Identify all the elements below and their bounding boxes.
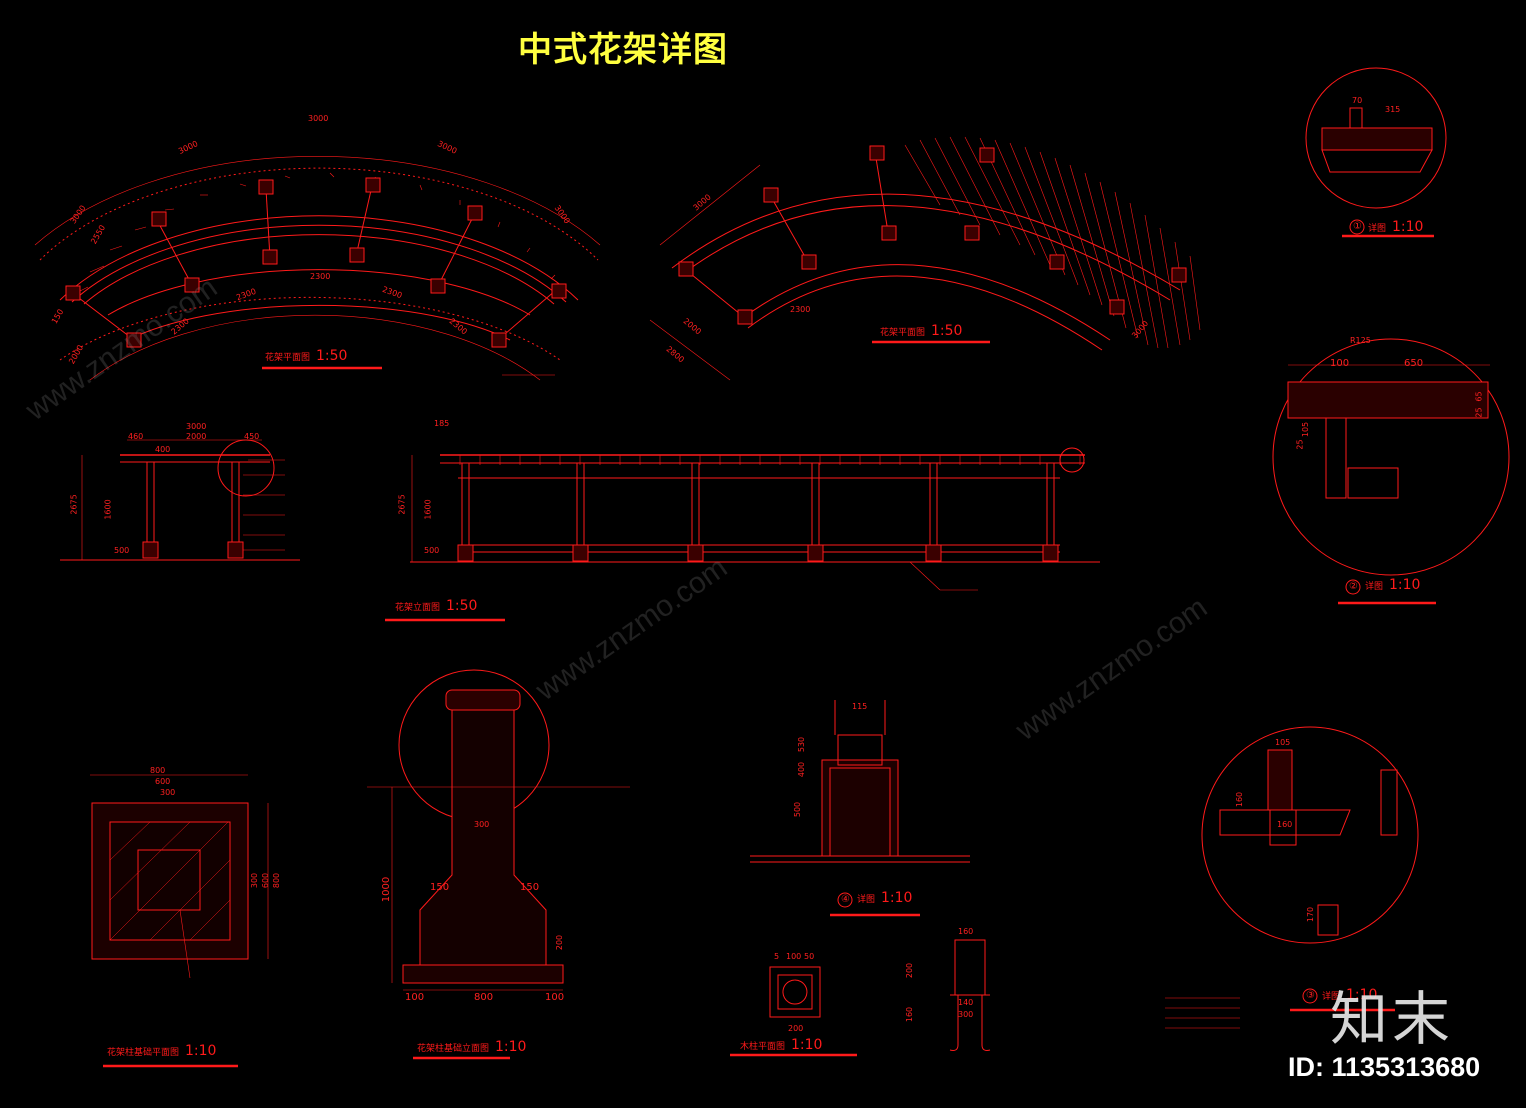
column-plan-drawing <box>730 939 991 1057</box>
dim-text: 650 <box>1404 358 1424 369</box>
dim-text: 200 <box>555 934 565 951</box>
dim-text: 100 <box>405 992 425 1003</box>
elevation-post-base <box>925 544 942 562</box>
dim-text: 160 <box>905 1006 915 1023</box>
plan-b-drawing <box>649 136 1201 381</box>
elevation-post <box>576 462 585 546</box>
dim-text: 460 <box>128 432 144 441</box>
detail-1-drawing <box>1305 67 1447 238</box>
dim-text: 100 <box>1330 358 1350 369</box>
dim-text: R125 <box>1350 336 1371 345</box>
dim-text: 70 <box>1352 96 1363 105</box>
dim-text: 160 <box>1277 820 1293 829</box>
dim-text: 185 <box>434 419 450 428</box>
dim-text: 500 <box>793 801 803 818</box>
dim-text: 600 <box>261 872 271 889</box>
dim-text: 100 <box>786 952 802 961</box>
dim-text: 1000 <box>381 876 393 903</box>
dim-text: 3000 <box>186 422 207 431</box>
footing-section-drawing <box>367 669 630 1060</box>
elevation-post <box>929 462 938 546</box>
dim-text: 2000 <box>186 432 207 441</box>
dim-text: 1600 <box>103 499 113 520</box>
dim-text: 300 <box>160 788 176 797</box>
elevation-post-base <box>687 544 704 562</box>
drawing-title: 中式花架详图 <box>518 30 728 70</box>
elevation-post <box>811 462 820 546</box>
dim-text: 160 <box>958 927 974 936</box>
dim-text: 150 <box>520 882 540 893</box>
dim-text: 315 <box>1385 105 1401 114</box>
dim-text: 800 <box>474 992 494 1003</box>
dim-text: 600 <box>155 777 171 786</box>
dim-text: 2675 <box>397 494 407 515</box>
legend-notes <box>1165 997 1240 1029</box>
detail-4-number: ④ <box>841 894 850 905</box>
dim-text: 25 <box>1295 439 1305 450</box>
dim-text: 3000 <box>308 114 329 123</box>
dim-text: 400 <box>155 445 171 454</box>
detail-2-drawing <box>1272 338 1510 605</box>
watermark-logo: 知末 <box>1330 985 1455 1053</box>
dim-text: 450 <box>244 432 260 441</box>
dim-text: 105 <box>1301 421 1311 438</box>
dim-text: 115 <box>852 702 868 711</box>
detail-1-number: ① <box>1353 221 1362 232</box>
dim-text: 800 <box>272 872 282 889</box>
elevation-drawing <box>60 439 1100 622</box>
elevation-post-base <box>457 544 474 562</box>
dim-text: 2675 <box>69 494 79 515</box>
dim-text: 1600 <box>423 499 433 520</box>
elevation-post <box>691 462 700 546</box>
dim-text: 170 <box>1306 906 1316 923</box>
dim-text: 25 <box>1474 407 1484 418</box>
dim-text: 2300 <box>310 272 331 281</box>
dim-text: 200 <box>905 962 915 979</box>
dim-text: 2300 <box>790 305 811 314</box>
dim-text: 160 <box>1235 791 1245 808</box>
dim-text: 105 <box>1275 738 1291 747</box>
dim-text: 500 <box>114 546 130 555</box>
dim-text: 400 <box>797 761 807 778</box>
dim-text: 300 <box>958 1010 974 1019</box>
dim-text: 300 <box>474 820 490 829</box>
detail-2-number: ② <box>1349 581 1358 592</box>
plan-a-drawing <box>34 155 601 381</box>
elevation-post <box>1046 462 1055 546</box>
dim-text: 300 <box>250 872 260 889</box>
footing-plan-drawing <box>90 774 269 1068</box>
detail-3-number: ③ <box>1306 990 1315 1001</box>
dim-text: 5 <box>774 952 780 961</box>
elevation-post <box>461 462 470 546</box>
dim-text: 200 <box>788 1024 804 1033</box>
watermark-id: ID: 1135313680 <box>1288 1052 1481 1082</box>
dim-text: 800 <box>150 766 166 775</box>
detail-3-drawing <box>1201 726 1419 1012</box>
elevation-post-base <box>1042 544 1059 562</box>
detail-4-drawing <box>750 700 970 917</box>
dim-text: 100 <box>545 992 565 1003</box>
dim-text: 530 <box>797 736 807 753</box>
dim-text: 65 <box>1474 391 1484 402</box>
dim-text: 500 <box>424 546 440 555</box>
elevation-post-base <box>572 544 589 562</box>
elevation-post-base <box>807 544 824 562</box>
dim-text: 50 <box>804 952 815 961</box>
dim-text: 140 <box>958 998 974 1007</box>
dim-text: 150 <box>430 882 450 893</box>
